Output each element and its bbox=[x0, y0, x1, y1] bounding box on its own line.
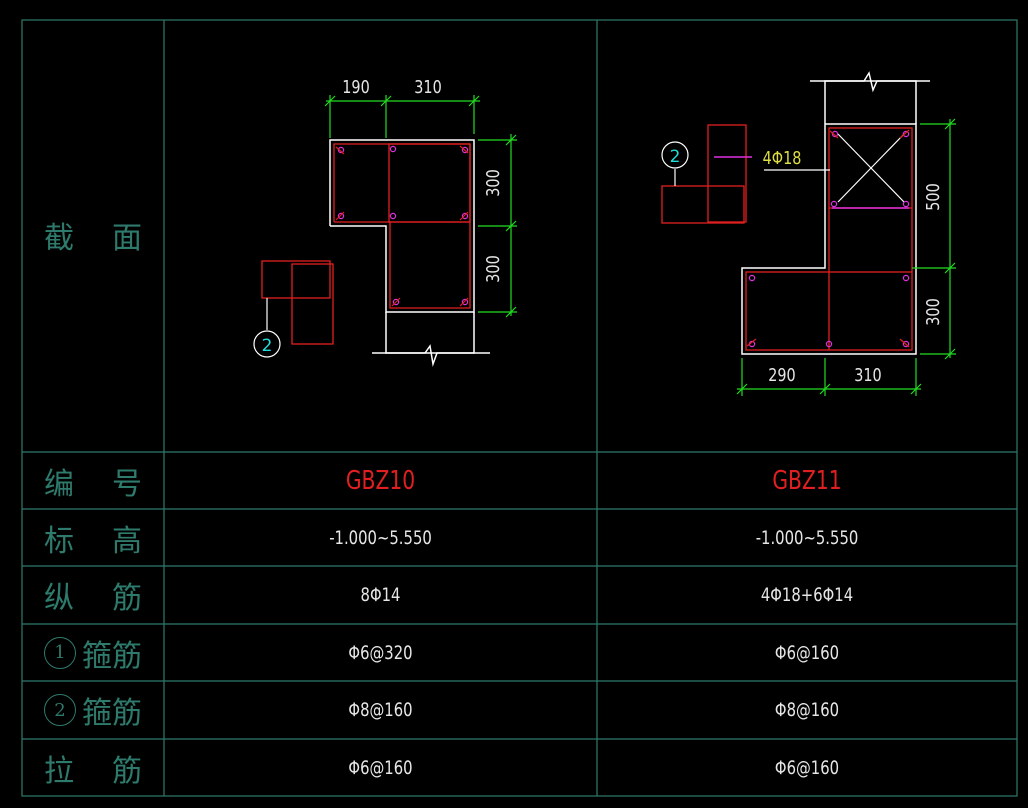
gbz11-stirrups bbox=[745, 127, 913, 351]
label-long-bar: 纵筋 bbox=[44, 581, 142, 616]
gbz11-void-cross bbox=[837, 133, 905, 203]
rebar-dot bbox=[831, 130, 839, 138]
gbz10-wall-continuation bbox=[385, 312, 475, 354]
gbz11-stirrup-tag-circle bbox=[661, 141, 689, 169]
gbz10-dim-top bbox=[324, 95, 480, 138]
gbz11-dim-bottom-2: 310 bbox=[854, 364, 881, 385]
gbz10-stirrup-tag-circle bbox=[253, 330, 281, 358]
gbz11-stirrup-detail bbox=[661, 124, 747, 224]
gbz11-stirrup-tag: 2 bbox=[670, 147, 681, 167]
gbz11-long-bar: 4Φ18+6Φ14 bbox=[760, 584, 854, 606]
gbz10-dim-top-2: 310 bbox=[414, 76, 441, 97]
rebar-dot bbox=[902, 200, 910, 208]
label-elevation: 标高 bbox=[44, 523, 142, 559]
gbz10-stirrup-tag: 2 bbox=[262, 336, 273, 356]
gbz11-elevation: -1.000~5.550 bbox=[755, 526, 859, 549]
gbz10-dim-top-1: 190 bbox=[342, 76, 369, 97]
gbz11-dim-right-1: 500 bbox=[922, 183, 943, 210]
stirrup-2-number: 2 bbox=[44, 694, 76, 726]
label-section: 截面 bbox=[44, 221, 142, 256]
gbz10-outline bbox=[329, 139, 475, 313]
gbz10-stirrup-2: Φ8@160 bbox=[348, 699, 413, 721]
rebar-dot bbox=[461, 212, 469, 220]
gbz11-bar-dots bbox=[748, 130, 910, 348]
gbz10-break-line bbox=[372, 344, 490, 367]
rebar-dot bbox=[825, 340, 833, 348]
gbz11-id: GBZ11 bbox=[772, 465, 842, 496]
gbz11-dim-bottom bbox=[736, 358, 922, 396]
gbz10-dim-right bbox=[478, 134, 517, 318]
rebar-dot bbox=[461, 146, 469, 154]
rebar-dot bbox=[830, 200, 838, 208]
gbz10-tie: Φ6@160 bbox=[348, 756, 413, 779]
gbz10-bar-dots bbox=[337, 145, 469, 306]
gbz11-break-line bbox=[810, 71, 930, 93]
rebar-dot bbox=[392, 298, 400, 306]
gbz11-bar-note: 4Φ18 bbox=[763, 147, 802, 168]
gbz11-dim-right-2: 300 bbox=[922, 298, 943, 325]
gbz11-stirrup-1: Φ6@160 bbox=[774, 641, 840, 664]
gbz10-elevation: -1.000~5.550 bbox=[329, 526, 432, 549]
rebar-dot bbox=[337, 212, 345, 220]
gbz11-tie: Φ6@160 bbox=[774, 756, 840, 779]
gbz10-dim-right-1: 300 bbox=[482, 169, 503, 196]
gbz10-stirrup-detail bbox=[261, 260, 334, 345]
gbz10-section: 190 310 300 300 2 bbox=[253, 76, 517, 367]
gbz10-long-bar: 8Φ14 bbox=[360, 584, 401, 606]
rebar-dot bbox=[902, 130, 910, 138]
gbz11-section: 4Φ18 500 300 290 310 bbox=[661, 71, 956, 396]
gbz11-stirrup-2: Φ8@160 bbox=[774, 699, 840, 721]
label-id: 编号 bbox=[44, 466, 142, 502]
rebar-dot bbox=[461, 298, 469, 306]
gbz11-dim-bottom-1: 290 bbox=[768, 364, 795, 385]
gbz10-dim-right-2: 300 bbox=[482, 255, 503, 282]
table-border bbox=[21, 19, 1018, 797]
rebar-dot bbox=[337, 146, 345, 154]
rebar-dot bbox=[389, 145, 397, 153]
rebar-dot bbox=[748, 274, 756, 282]
gbz11-wall-continuation bbox=[824, 80, 917, 124]
rebar-dot bbox=[902, 340, 910, 348]
gbz11-outline bbox=[741, 123, 917, 355]
rebar-dot bbox=[902, 274, 910, 282]
stirrup-1-number: 1 bbox=[44, 636, 76, 669]
gbz10-stirrup-inner bbox=[388, 143, 471, 223]
label-tie: 拉筋 bbox=[44, 753, 142, 789]
gbz10-stirrup-1: Φ6@320 bbox=[348, 641, 413, 664]
gbz11-dim-right bbox=[912, 118, 956, 360]
gbz10-id: GBZ10 bbox=[345, 465, 416, 496]
rebar-dot bbox=[389, 212, 397, 220]
